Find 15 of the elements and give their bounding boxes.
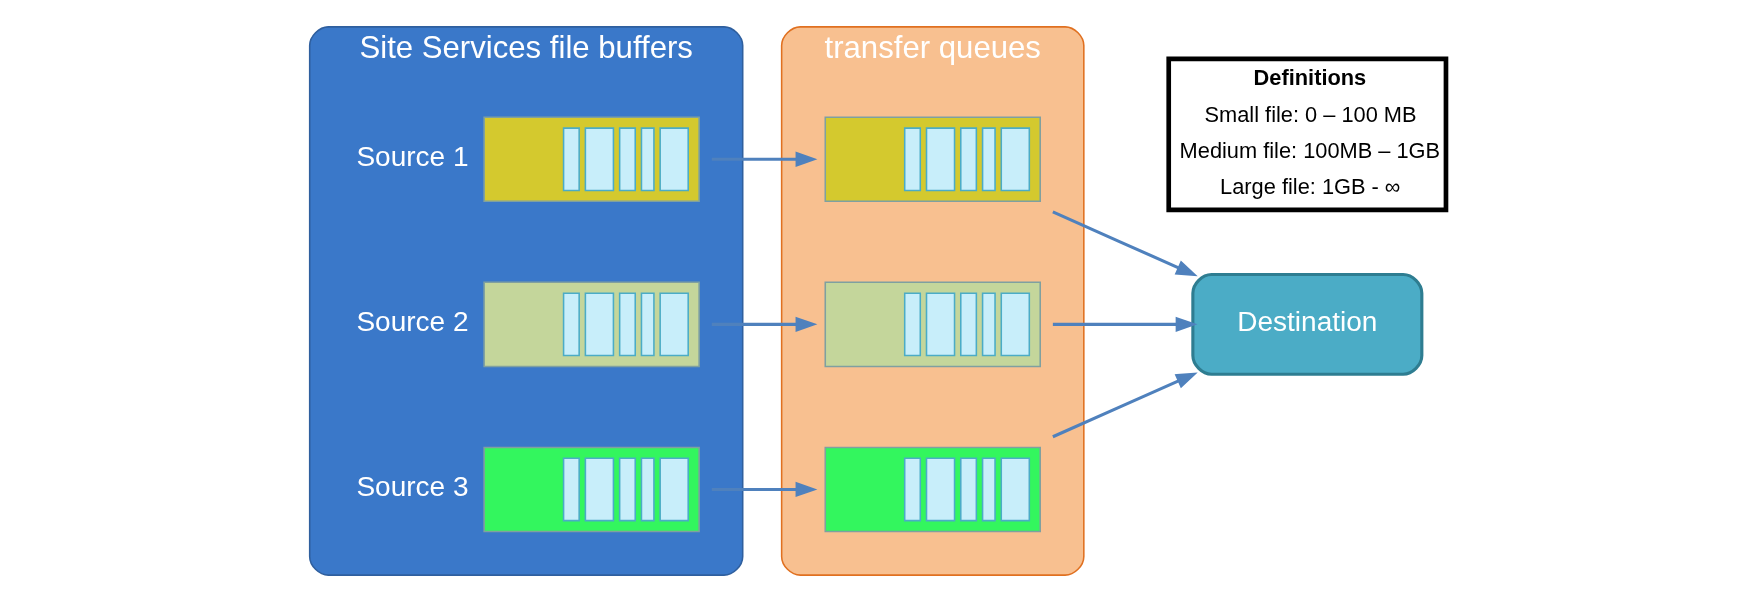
arrow [1052,372,1198,439]
arrow [1052,316,1198,333]
node-label: Source 3 [356,471,469,503]
arrow [711,481,818,498]
node-box: Destination [1191,272,1424,376]
label: Medium file: 100MB – 1GB [1179,138,1441,164]
arrow [1052,210,1198,277]
node-label: Source 1 [356,141,469,173]
label: Small file: 0 – 100 MB [1204,102,1417,128]
arrow [711,151,818,167]
label: Large file: 1GB - ∞ [1220,173,1401,199]
arrow [711,316,818,333]
cluster: transfer queues [780,26,1085,576]
node-label: Source 2 [356,306,469,338]
label: Definitions [1253,64,1367,90]
